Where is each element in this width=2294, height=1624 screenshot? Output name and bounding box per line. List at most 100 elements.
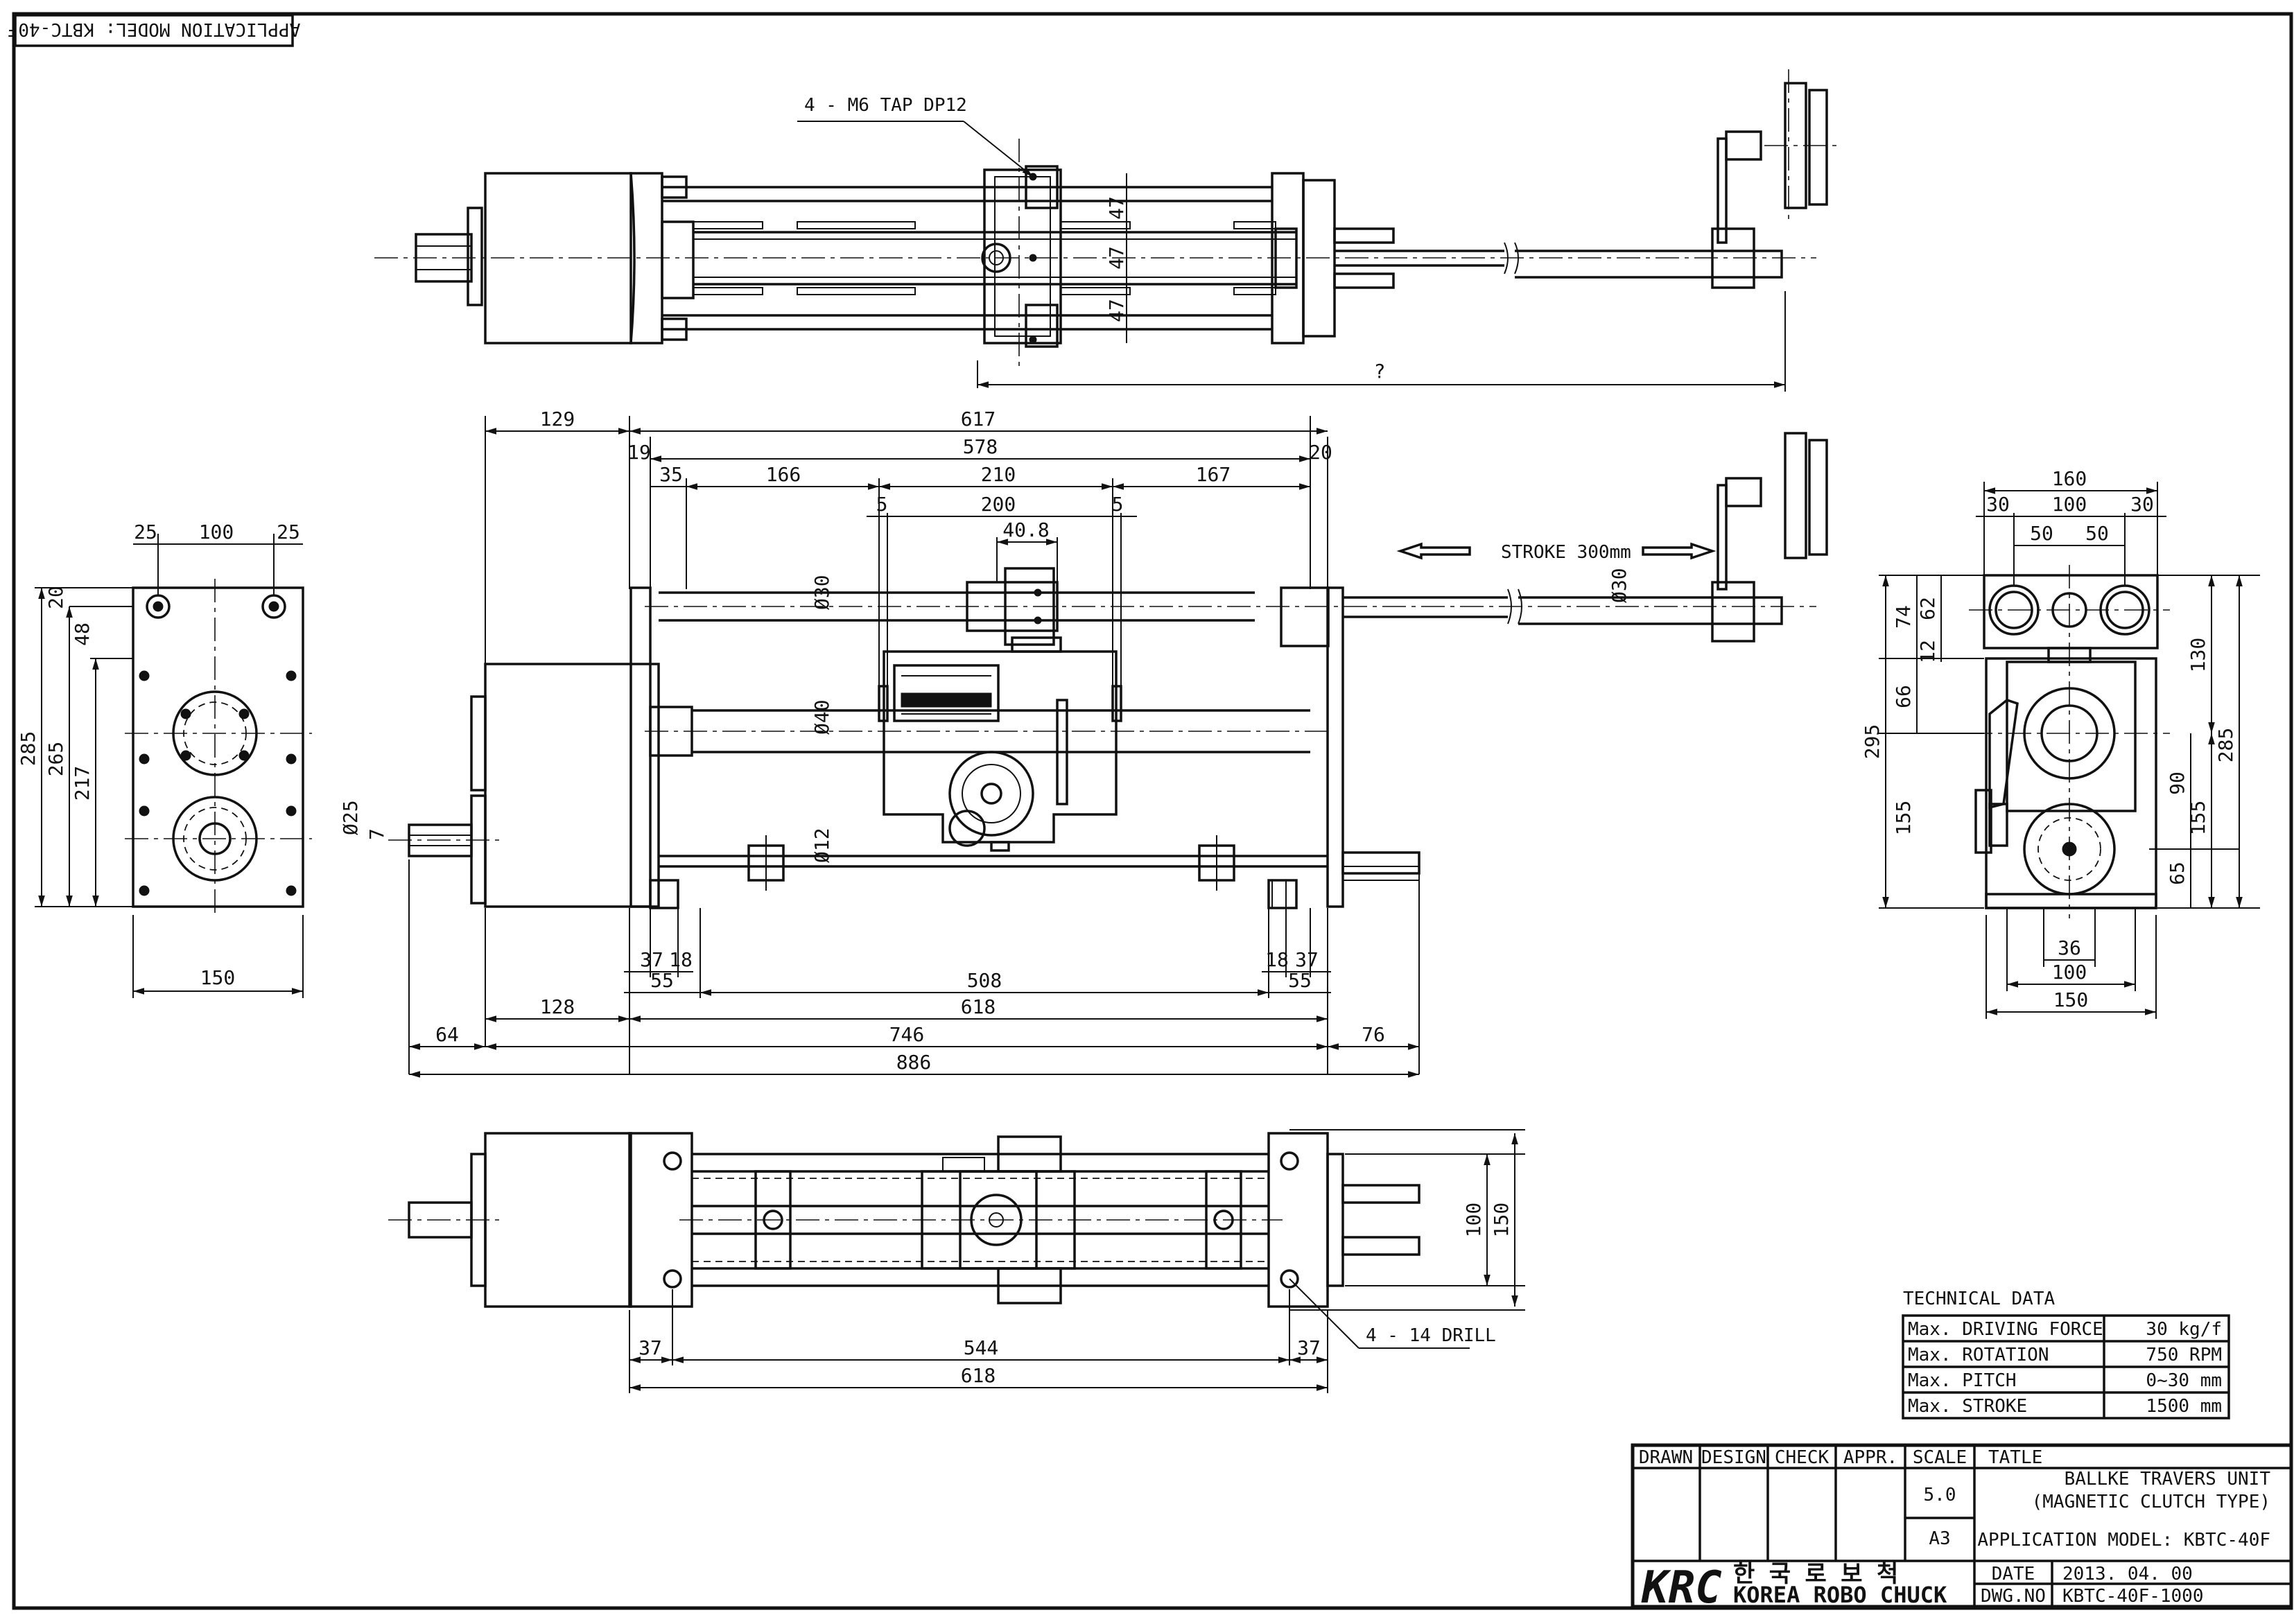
dim-617: 617 (961, 408, 996, 430)
right-dim-30-b: 30 (2130, 493, 2154, 516)
left-dim-150: 150 (200, 966, 236, 989)
right-dim-100-top: 100 (2052, 493, 2087, 516)
tb-title-line1: BALLKE TRAVERS UNIT (2065, 1469, 2271, 1490)
right-dim-155-right: 155 (2187, 801, 2209, 836)
front-dia-shaft: Ø40 (810, 699, 833, 735)
front-dia-input: Ø25 (339, 800, 362, 835)
technical-data-title: TECHNICAL DATA (1903, 1289, 2055, 1309)
header-label-box: APPLICATION MODEL: KBTC-40F (8, 14, 301, 47)
left-dim-285: 285 (17, 731, 40, 767)
right-dim-50-b: 50 (2085, 522, 2109, 545)
stroke-label: STROKE 300mm (1501, 542, 1631, 563)
dim-508: 508 (967, 969, 1002, 992)
dim-128: 128 (540, 995, 575, 1018)
tech-row-value: 1500 mm (2146, 1396, 2222, 1417)
dim-129: 129 (540, 408, 575, 430)
sheet-frame (12, 12, 2293, 1610)
left-dim-100: 100 (199, 521, 234, 543)
tb-date-value: 2013. 04. 00 (2062, 1564, 2193, 1584)
top-view: ? 47 47 47 4 - M6 TAP DP12 (374, 69, 1837, 392)
tb-header-check: CHECK (1775, 1447, 1830, 1468)
bottom-dim-150: 150 (1490, 1203, 1513, 1238)
top-dim-overall-unknown: ? (1374, 360, 1386, 383)
left-dim-48: 48 (71, 622, 94, 646)
right-dim-90: 90 (2166, 771, 2189, 795)
company-name-english: KOREA ROBO CHUCK (1733, 1582, 1947, 1608)
technical-data-table: TECHNICAL DATA Max. DRIVING FORCE 30 kg/… (1902, 1289, 2230, 1420)
left-dim-20: 20 (44, 586, 67, 609)
dim-18-left: 18 (669, 948, 693, 971)
krc-logo: KRC (1641, 1562, 1722, 1614)
right-dim-150: 150 (2053, 988, 2089, 1011)
dim-200: 200 (981, 493, 1016, 516)
right-dim-295: 295 (1861, 724, 1884, 760)
right-dim-36: 36 (2058, 936, 2081, 959)
left-dim-265: 265 (44, 742, 67, 777)
top-dim-47-c: 47 (1105, 299, 1128, 322)
right-dim-155-left: 155 (1892, 801, 1915, 836)
bottom-dim-37-left: 37 (638, 1336, 662, 1359)
bottom-dim-100: 100 (1462, 1203, 1485, 1238)
tb-dwg-label: DWG.NO (1981, 1586, 2046, 1607)
tech-row-label: Max. STROKE (1908, 1396, 2027, 1417)
title-block: DRAWN DESIGN CHECK APPR. SCALE TATLE 5.0… (1631, 1443, 2293, 1614)
tech-row-value: 750 RPM (2146, 1345, 2222, 1365)
tb-dwg-value: KBTC-40F-1000 (2062, 1586, 2204, 1607)
tap-callout: 4 - M6 TAP DP12 (804, 95, 967, 116)
right-dim-50-a: 50 (2030, 522, 2053, 545)
front-dia-rod-right: Ø30 (1608, 568, 1631, 603)
dim-55-right: 55 (1288, 969, 1312, 992)
bottom-dim-37-right: 37 (1297, 1336, 1321, 1359)
front-dia-rod-left: Ø30 (810, 575, 833, 610)
drill-callout: 4 - 14 DRILL (1366, 1325, 1496, 1346)
left-side-view: 25 100 25 285 265 217 20 48 150 (17, 521, 312, 998)
tech-row-value: 30 kg/f (2146, 1319, 2222, 1340)
tb-scale-value: 5.0 (1924, 1485, 1956, 1505)
dim-37-left: 37 (640, 948, 663, 971)
front-view: Ø30 Ø30 Ø40 Ø12 Ø25 7 STROKE 300mm 129 6… (339, 408, 1828, 1078)
right-dim-130: 130 (2187, 638, 2209, 673)
dim-166: 166 (766, 463, 801, 486)
left-dim-217: 217 (71, 766, 94, 801)
dim-55-left: 55 (650, 969, 674, 992)
tb-paper-size: A3 (1929, 1528, 1950, 1549)
dim-19: 19 (627, 441, 651, 464)
dim-578: 578 (963, 435, 998, 458)
top-dim-47-a: 47 (1105, 196, 1128, 220)
dim-618-front: 618 (961, 995, 996, 1018)
tech-row-label: Max. ROTATION (1908, 1345, 2049, 1365)
dim-886: 886 (896, 1051, 932, 1074)
left-dim-25-a: 25 (134, 521, 157, 543)
right-dim-65: 65 (2166, 862, 2189, 885)
stroke-label-group: STROKE 300mm (1396, 542, 1717, 563)
bottom-view: 4 - 14 DRILL 100 150 37 544 37 618 (388, 1129, 1525, 1393)
right-dim-30-a: 30 (1986, 493, 2010, 516)
tb-header-drawn: DRAWN (1639, 1447, 1693, 1468)
dim-35: 35 (659, 463, 683, 486)
right-dim-12: 12 (1916, 640, 1939, 663)
left-dim-25-b: 25 (277, 521, 300, 543)
tb-header-title: TATLE (1988, 1447, 2042, 1468)
right-side-view: 160 30 100 30 50 50 295 74 66 155 62 12 … (1861, 467, 2260, 1019)
dim-5-left: 5 (876, 493, 888, 516)
tb-header-design: DESIGN (1701, 1447, 1766, 1468)
right-dim-62: 62 (1916, 597, 1939, 620)
tb-date-label: DATE (1992, 1564, 2035, 1584)
front-dim-key: 7 (365, 828, 388, 840)
tb-title-line2: (MAGNETIC CLUTCH TYPE) (2032, 1492, 2270, 1512)
dim-76: 76 (1362, 1023, 1385, 1046)
right-dim-160: 160 (2052, 467, 2087, 490)
application-model-label: APPLICATION MODEL: KBTC-40F (8, 19, 301, 40)
company-name-korean: 한 국 로 보 척 (1733, 1560, 1898, 1588)
tech-row-label: Max. DRIVING FORCE (1908, 1319, 2103, 1340)
dim-5-right: 5 (1112, 493, 1124, 516)
top-dim-47-b: 47 (1105, 246, 1128, 270)
right-dim-100-bottom: 100 (2052, 961, 2087, 984)
right-dim-66: 66 (1892, 685, 1915, 708)
dim-40-8: 40.8 (1002, 518, 1049, 541)
dim-64: 64 (435, 1023, 459, 1046)
front-dia-screw: Ø12 (810, 828, 833, 863)
tb-header-scale: SCALE (1913, 1447, 1967, 1468)
